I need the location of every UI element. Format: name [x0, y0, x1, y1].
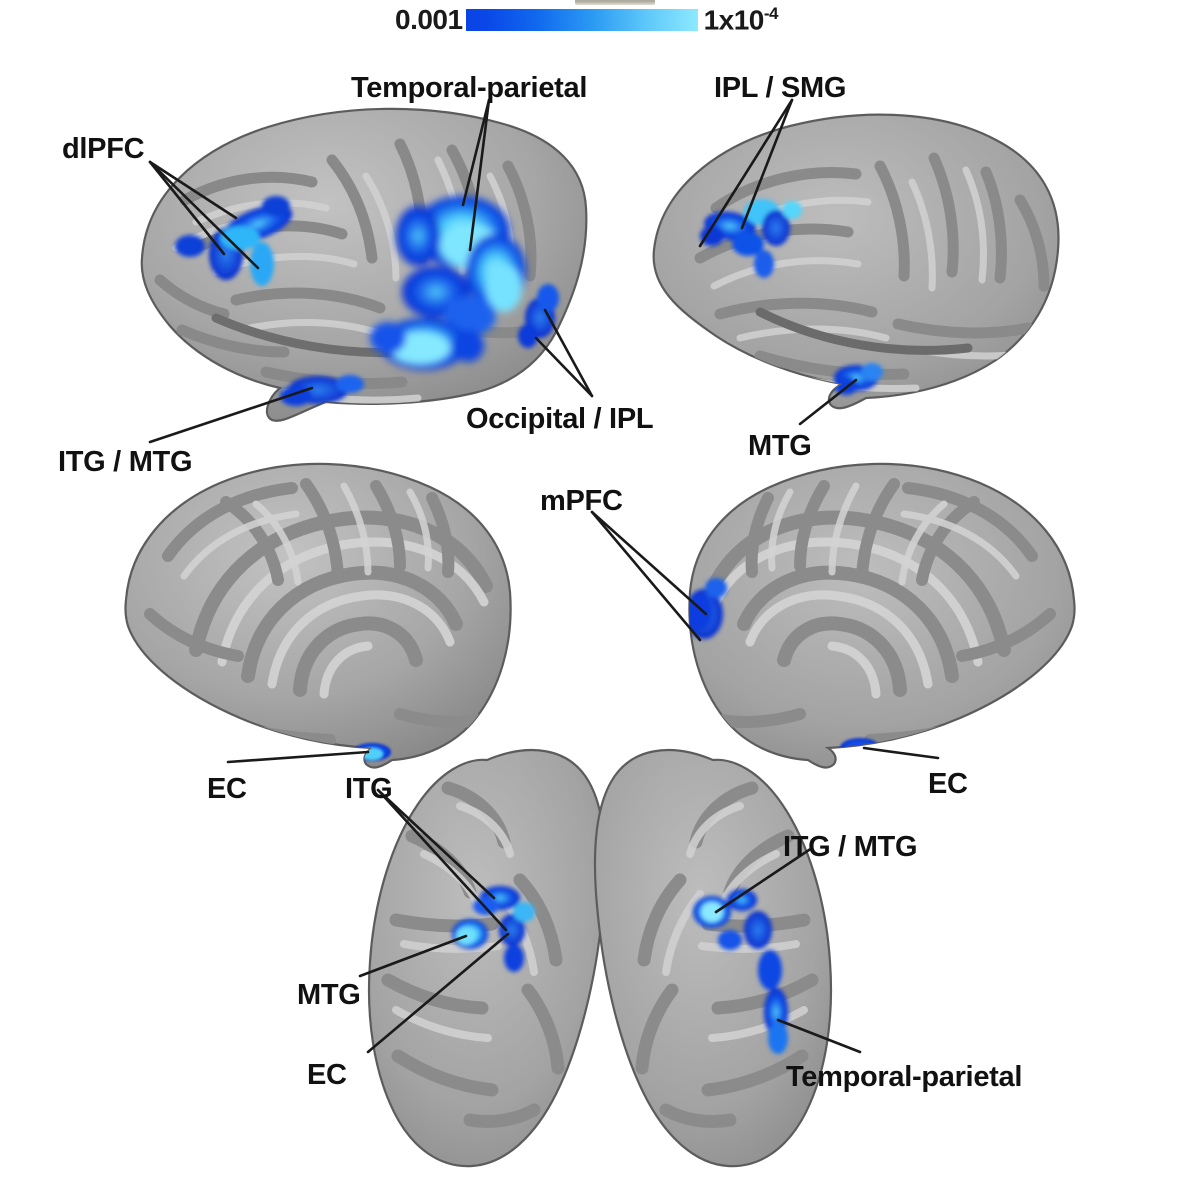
annotation-itg-mtg-ventral: ITG / MTG [783, 831, 918, 863]
annotation-mtg-right-lateral: MTG [748, 430, 812, 462]
brain-view-right-medial [688, 462, 1076, 769]
annotation-leader-lines [148, 98, 940, 1054]
colorbar-max-exponent: -4 [763, 4, 779, 24]
annotation-ipl-smg: IPL / SMG [714, 72, 847, 104]
colorbar-gradient [465, 9, 698, 31]
colorbar: 0.001 1x10-4 [395, 0, 815, 40]
annotation-ec-right-medial: EC [928, 768, 968, 800]
annotation-occipital-ipl: Occipital / IPL [466, 403, 654, 435]
colorbar-min-label: 0.001 [395, 4, 463, 35]
annotation-temporal-parietal-bottom: Temporal-parietal [786, 1061, 1023, 1093]
annotation-ec-left-medial: EC [207, 773, 247, 805]
colorbar-max-label: 1x10-4 [703, 4, 779, 36]
clipped-top-strip [575, 0, 655, 5]
annotation-mpfc: mPFC [540, 485, 623, 517]
brain-view-right-lateral [652, 113, 1060, 410]
ventral-left-activations [452, 886, 535, 972]
annotation-itg-mtg-left: ITG / MTG [58, 446, 193, 478]
annotation-ec-ventral: EC [307, 1059, 347, 1091]
right-lateral-activations [700, 199, 883, 395]
colorbar-max-base: 1x10 [703, 4, 765, 36]
brain-view-left-medial [124, 462, 512, 769]
annotation-temporal-parietal-top: Temporal-parietal [351, 72, 588, 104]
annotation-dlpfc: dlPFC [62, 133, 145, 165]
annotation-itg-ventral: ITG [345, 773, 393, 805]
ventral-right-sulci [635, 781, 819, 1129]
brain-view-left-lateral [140, 107, 588, 422]
ventral-right-activations [693, 889, 788, 1054]
brain-view-ventral [367, 749, 833, 1168]
annotation-mtg-ventral: MTG [297, 979, 361, 1011]
